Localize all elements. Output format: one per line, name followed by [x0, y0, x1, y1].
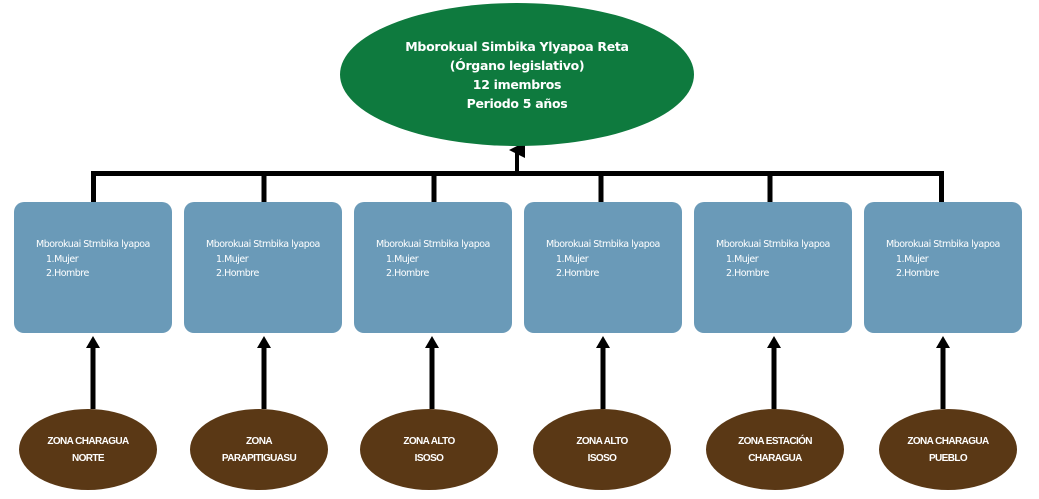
representative-box-6: Mborokuai Stmbika lyapoa 1.Mujer 2.Hombr…: [864, 202, 1022, 333]
box-item-mujer: 1.Mujer: [896, 253, 929, 265]
box-title: Mborokuai Stmbika lyapoa: [36, 239, 150, 250]
zone-line: ZONA: [246, 435, 273, 447]
box-title: Mborokuai Stmbika lyapoa: [206, 239, 320, 250]
zone-to-box-arrow-4: [596, 336, 610, 409]
box-item-mujer: 1.Mujer: [386, 253, 419, 265]
representative-box-4: Mborokuai Stmbika lyapoa 1.Mujer 2.Hombr…: [524, 202, 682, 333]
zone-line: ZONA ALTO: [576, 435, 628, 447]
box-item-hombre: 2.Hombre: [556, 268, 599, 279]
representative-box-2: Mborokuai Stmbika lyapoa 1.Mujer 2.Hombr…: [184, 202, 342, 333]
zone-to-box-arrow-6: [936, 336, 950, 409]
zone-to-box-arrow-2: [257, 336, 271, 409]
zone-line: ZONA ALTO: [403, 435, 455, 447]
zone-node-2: ZONA PARAPITIGUASU: [190, 409, 328, 490]
zone-to-box-arrow-3: [425, 336, 439, 409]
box-item-mujer: 1.Mujer: [726, 253, 759, 265]
zone-line: PARAPITIGUASU: [221, 452, 297, 464]
box-item-hombre: 2.Hombre: [896, 268, 939, 279]
zone-node-6: ZONA CHARAGUA PUEBLO: [879, 409, 1017, 490]
box-item-hombre: 2.Hombre: [46, 268, 89, 279]
box-item-hombre: 2.Hombre: [216, 268, 259, 279]
zone-line: ISOSO: [587, 452, 617, 464]
zone-node-4: ZONA ALTO ISOSO: [533, 409, 671, 490]
zone-line: ISOSO: [414, 452, 444, 464]
box-item-hombre: 2.Hombre: [726, 268, 769, 279]
box-item-hombre: 2.Hombre: [386, 268, 429, 279]
box-title: Mborokuai Stmbika lyapoa: [376, 239, 490, 250]
zone-line: PUEBLO: [928, 452, 968, 464]
box-title: Mborokuai Stmbika lyapoa: [886, 239, 1000, 250]
box-item-mujer: 1.Mujer: [46, 253, 79, 265]
zone-line: NORTE: [71, 452, 105, 464]
box-item-mujer: 1.Mujer: [216, 253, 249, 265]
top-node-line: 12 imembros: [472, 76, 562, 92]
zone-line: ZONA ESTACIÓN: [738, 435, 812, 447]
box-item-mujer: 1.Mujer: [556, 253, 589, 265]
box-title: Mborokuai Stmbika lyapoa: [546, 239, 660, 250]
legislative-organ-node: Mborokual Simbika Ylyapoa Reta (Órgano l…: [340, 3, 694, 146]
top-node-line: Mborokual Simbika Ylyapoa Reta: [405, 38, 629, 54]
representative-box-1: Mborokuai Stmbika lyapoa 1.Mujer 2.Hombr…: [14, 202, 172, 333]
representative-box-3: Mborokuai Stmbika lyapoa 1.Mujer 2.Hombr…: [354, 202, 512, 333]
top-node-line: (Órgano legislativo): [449, 57, 585, 73]
zone-node-5: ZONA ESTACIÓN CHARAGUA: [706, 409, 844, 490]
representative-box-5: Mborokuai Stmbika lyapoa 1.Mujer 2.Hombr…: [694, 202, 852, 333]
top-node-line: Periodo 5 años: [466, 95, 568, 111]
box-title: Mborokuai Stmbika lyapoa: [716, 239, 830, 250]
zone-line: ZONA CHARAGUA: [47, 435, 129, 447]
zone-node-3: ZONA ALTO ISOSO: [360, 409, 498, 490]
zone-to-box-arrow-5: [767, 336, 781, 409]
zone-node-1: ZONA CHARAGUA NORTE: [19, 409, 157, 490]
zone-line: ZONA CHARAGUA: [907, 435, 989, 447]
zone-line: CHARAGUA: [748, 452, 802, 464]
zone-to-box-arrow-1: [86, 336, 100, 409]
